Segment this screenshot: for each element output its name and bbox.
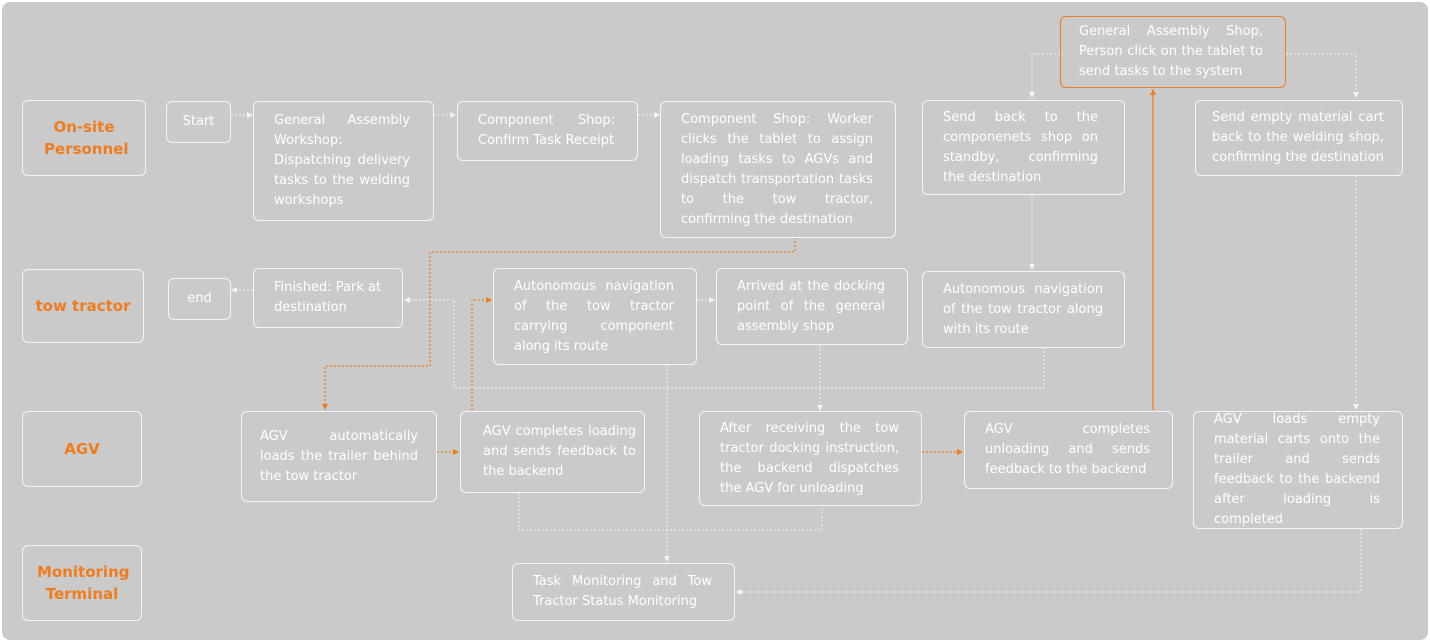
lane-onsite-personnel: On-site Personnel bbox=[22, 100, 146, 176]
node-send-empty-cart: Send empty material cart back to the wel… bbox=[1195, 100, 1403, 176]
node-send-back-components: Send back to the componenets shop on sta… bbox=[922, 100, 1125, 195]
node-text: After receiving the tow tractor docking … bbox=[720, 420, 899, 496]
node-text: Finished: Park at destination bbox=[274, 280, 382, 315]
lane-label: AGV bbox=[64, 440, 100, 458]
node-after-receiving: After receiving the tow tractor docking … bbox=[699, 411, 922, 506]
node-text: General Assembly Workshop: Dispatching d… bbox=[274, 113, 410, 208]
node-general-assembly-workshop: General Assembly Workshop: Dispatching d… bbox=[253, 101, 434, 221]
node-agv-loads-empty: AGV loads empty material carts onto the … bbox=[1193, 411, 1403, 529]
node-text: Component Shop: Confirm Task Receipt bbox=[478, 113, 615, 148]
node-text: end bbox=[187, 291, 212, 306]
node-text: Send back to the componenets shop on sta… bbox=[943, 109, 1098, 185]
lane-tow-tractor: tow tractor bbox=[22, 269, 144, 343]
node-text: AGV completes unloading and sends feedba… bbox=[985, 422, 1150, 477]
node-end: end bbox=[168, 278, 231, 320]
node-autonomous-nav-route: Autonomous navigation of the tow tractor… bbox=[922, 271, 1125, 348]
lane-monitoring-terminal: Monitoring Terminal bbox=[22, 545, 142, 621]
node-text: Send empty material cart back to the wel… bbox=[1212, 110, 1384, 165]
node-arrived-docking: Arrived at the docking point of the gene… bbox=[716, 268, 908, 345]
node-agv-auto-load: AGV automatically loads the trailer behi… bbox=[241, 411, 437, 502]
node-text: Start bbox=[182, 114, 215, 129]
node-text: Task Monitoring and Tow Tractor Status M… bbox=[533, 574, 712, 609]
node-agv-complete-loading: AGV completes loading and sends feedback… bbox=[460, 411, 645, 493]
node-text: Component Shop: Worker clicks the tablet… bbox=[681, 111, 873, 227]
node-text: AGV completes loading and sends feedback… bbox=[483, 424, 636, 479]
node-agv-complete-unloading: AGV completes unloading and sends feedba… bbox=[964, 411, 1173, 489]
node-autonomous-nav-component: Autonomous navigation of the tow tractor… bbox=[493, 268, 697, 365]
node-text: AGV automatically loads the trailer behi… bbox=[260, 428, 418, 484]
lane-label: tow tractor bbox=[35, 297, 131, 315]
node-task-monitoring: Task Monitoring and Tow Tractor Status M… bbox=[512, 563, 735, 621]
node-finished-park: Finished: Park at destination bbox=[253, 268, 403, 328]
lane-label: On-site Personnel bbox=[44, 118, 129, 158]
node-component-shop-worker: Component Shop: Worker clicks the tablet… bbox=[660, 101, 896, 238]
lane-agv: AGV bbox=[22, 411, 142, 487]
node-text: Autonomous navigation of the tow tractor… bbox=[514, 278, 674, 354]
node-text: Autonomous navigation of the tow tractor… bbox=[943, 281, 1103, 337]
node-text: General Assembly Shop, Person click on t… bbox=[1079, 24, 1263, 79]
node-component-shop-confirm: Component Shop: Confirm Task Receipt bbox=[457, 101, 638, 161]
node-text: Arrived at the docking point of the gene… bbox=[737, 278, 885, 334]
node-start: Start bbox=[166, 101, 231, 143]
lane-label: Monitoring Terminal bbox=[37, 563, 130, 603]
node-text: AGV loads empty material carts onto the … bbox=[1214, 412, 1380, 527]
node-ga-shop-person-click: General Assembly Shop, Person click on t… bbox=[1060, 16, 1286, 88]
